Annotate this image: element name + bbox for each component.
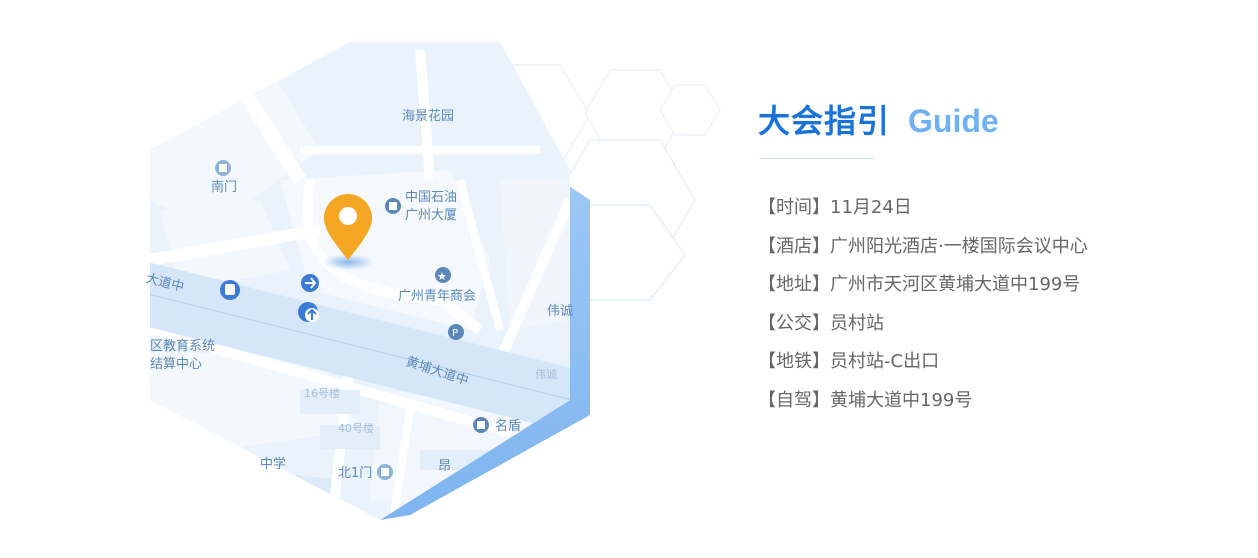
guide-item-address: 【地址】 广州市天河区黄埔大道中199号 xyxy=(758,264,1238,303)
map-label-nanmen: 南门 xyxy=(211,179,237,195)
north-gate-icon xyxy=(377,464,393,480)
guide-item-value: 11月24日 xyxy=(830,197,912,219)
map-label-weicheng2: 伟诚 xyxy=(535,368,557,381)
guide-title-en: Guide xyxy=(908,103,999,139)
map-label-b16: 16号楼 xyxy=(304,386,340,400)
guide-item-value: 黄埔大道中199号 xyxy=(830,389,973,411)
guide-item-key: 【地址】 xyxy=(758,274,830,296)
metro-exit-icon xyxy=(298,302,319,322)
bus-stop-icon xyxy=(220,280,240,300)
guide-item-key: 【公交】 xyxy=(758,312,830,334)
guide-item-key: 【酒店】 xyxy=(758,235,830,257)
svg-text:P: P xyxy=(452,328,458,339)
guide-title-cn: 大会指引 xyxy=(758,102,891,140)
guide-item-value: 员村站 xyxy=(830,312,884,334)
guide-item-value: 员村站-C出口 xyxy=(830,351,940,373)
guide-item-value: 广州阳光酒店·一楼国际会议中心 xyxy=(830,235,1088,257)
svg-text:★: ★ xyxy=(437,270,447,283)
map-label-edu-2: 结算中心 xyxy=(150,357,202,372)
map-hexagon[interactable]: 海景花园 南门 中国石油 广州大厦 广州青年商会 大道中 黄埔大道中 区教育系统… xyxy=(120,30,740,550)
parking-icon: P xyxy=(448,324,464,340)
map-label-edu-1: 区教育系统 xyxy=(150,338,215,354)
guide-items: 【时间】 11月24日 【酒店】 广州阳光酒店·一楼国际会议中心 【地址】 广州… xyxy=(758,187,1238,418)
map-label-school: 中学 xyxy=(260,456,286,472)
guide-item-value: 广州市天河区黄埔大道中199号 xyxy=(830,274,1081,296)
guide-item-key: 【地铁】 xyxy=(758,351,830,373)
hexagon-blue-edge xyxy=(380,180,590,520)
guide-panel: 大会指引 Guide 【时间】 11月24日 【酒店】 广州阳光酒店·一楼国际会… xyxy=(758,96,1238,418)
gate-icon xyxy=(215,160,231,176)
guide-item-key: 【自驾】 xyxy=(758,389,830,411)
map-label-sinopec-2: 广州大厦 xyxy=(405,208,457,223)
map-label-mingdun: 名盾 xyxy=(495,418,521,434)
guide-item-metro: 【地铁】 员村站-C出口 xyxy=(758,341,1238,380)
map-label-sinopec-1: 中国石油 xyxy=(405,190,457,205)
map-label-beiyimen: 北1门 xyxy=(338,466,372,481)
star-icon: ★ xyxy=(435,267,451,283)
map-label-b40: 40号楼 xyxy=(338,421,374,435)
map-label-weicheng: 伟诚 xyxy=(547,304,573,319)
guide-item-time: 【时间】 11月24日 xyxy=(758,187,1238,226)
gas-station-icon xyxy=(385,198,401,214)
map-label-haijing: 海景花园 xyxy=(402,108,454,124)
guide-item-drive: 【自驾】 黄埔大道中199号 xyxy=(758,380,1238,419)
metro-entrance-icon xyxy=(301,274,319,292)
map-label-mid: 昂 xyxy=(438,459,451,474)
guide-item-key: 【时间】 xyxy=(758,197,830,219)
guide-item-hotel: 【酒店】 广州阳光酒店·一楼国际会议中心 xyxy=(758,226,1238,265)
map-label-youth: 广州青年商会 xyxy=(398,289,476,304)
title-divider xyxy=(760,158,874,159)
guide-item-bus: 【公交】 员村站 xyxy=(758,303,1238,342)
guide-heading: 大会指引 Guide xyxy=(758,96,1238,144)
building-icon xyxy=(473,417,489,433)
location-pin-icon[interactable] xyxy=(322,194,374,270)
